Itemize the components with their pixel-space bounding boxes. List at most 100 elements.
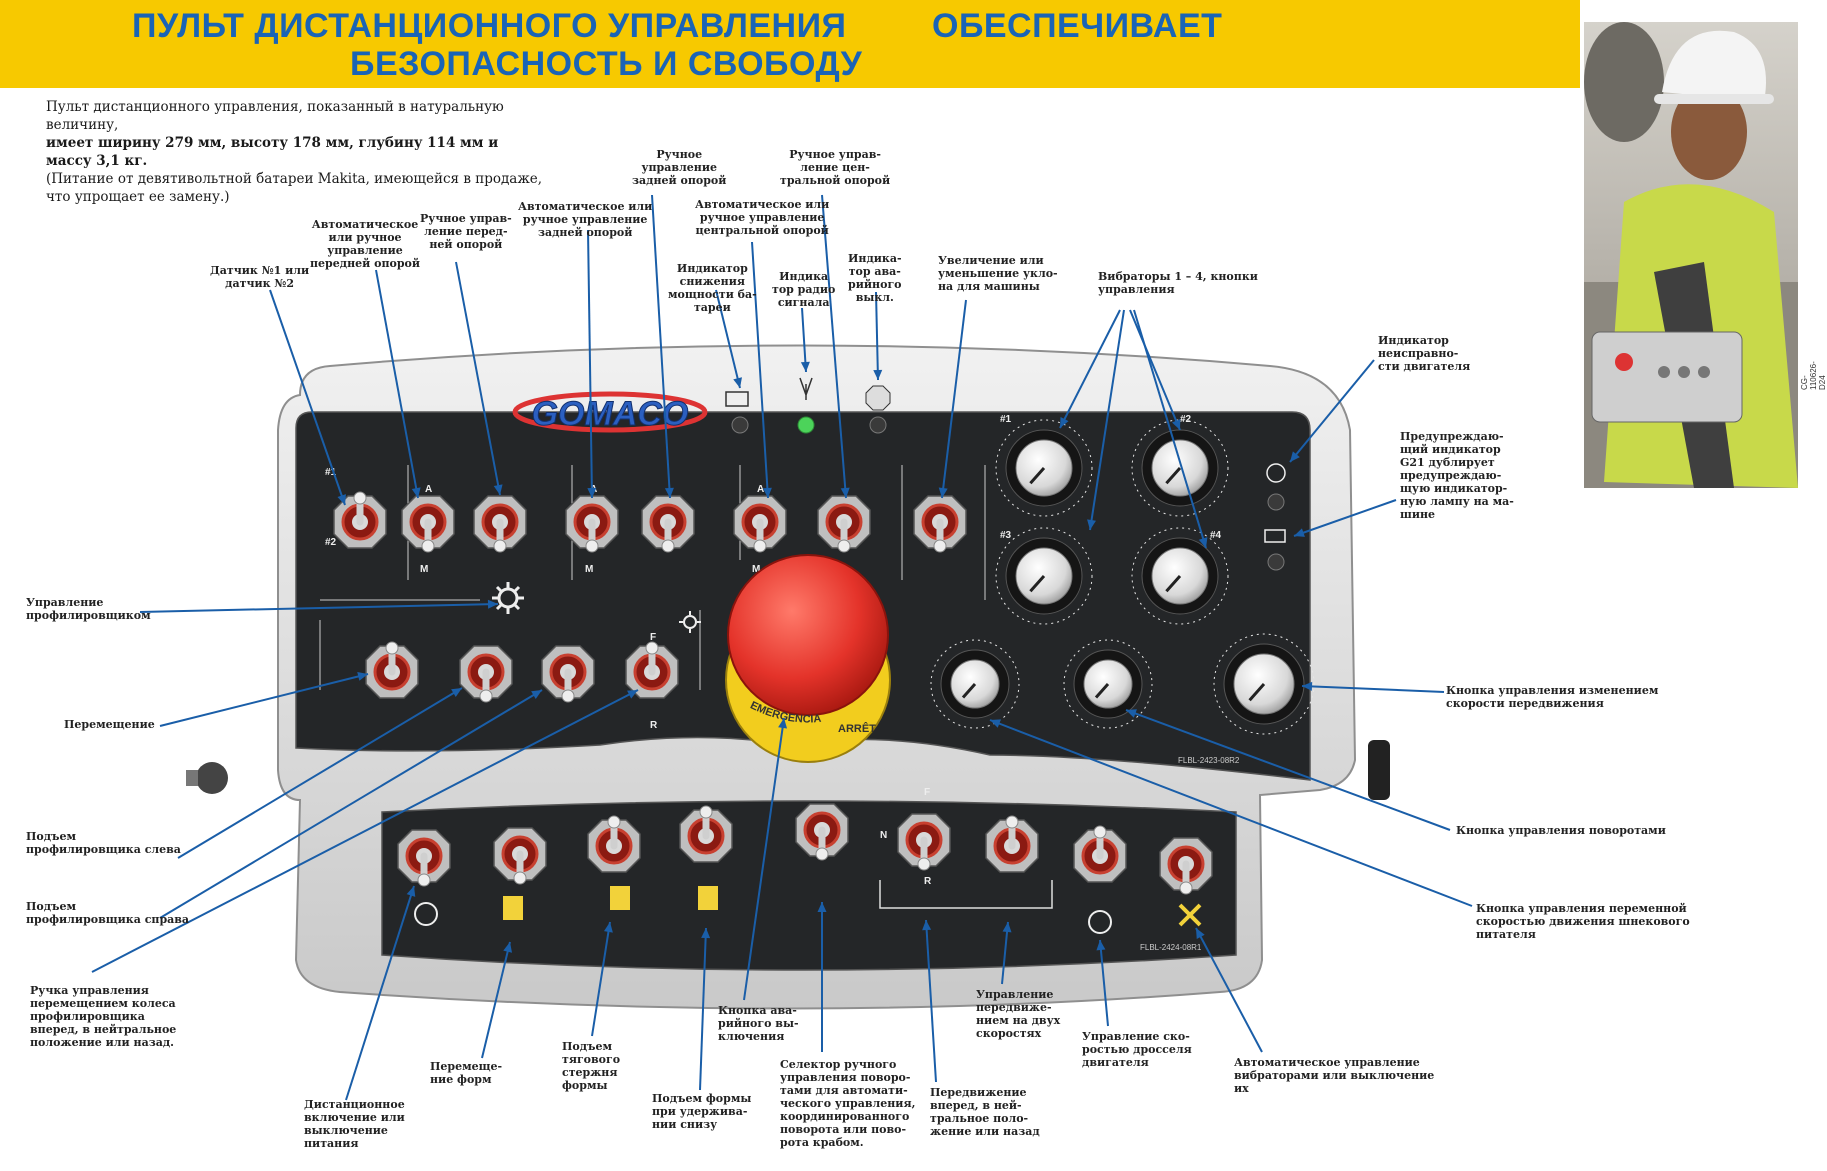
label-shift: Перемещение: [64, 718, 155, 731]
label-auto-vib: Автоматическое управление вибраторами ил…: [1234, 1056, 1435, 1095]
mark-m1: M: [420, 564, 428, 575]
label-manual-front: Ручное управ- ление перед- ней опорой: [420, 212, 512, 251]
mark-sensor1: #1: [325, 467, 337, 478]
label-auto-rear: Автоматическое или ручное управление зад…: [518, 200, 653, 239]
leader-steering: [1125, 709, 1451, 831]
tie-bar-switch[interactable]: [587, 815, 641, 873]
power-icon: [414, 902, 438, 926]
trimmer-left-switch[interactable]: [459, 645, 513, 703]
tie-bar-icon: [610, 886, 630, 910]
trimmer-right-switch[interactable]: [541, 645, 595, 703]
leader-battery: [715, 289, 742, 389]
manual-front-switch[interactable]: [473, 495, 527, 553]
vibrator-4-knob[interactable]: [1131, 527, 1229, 625]
manual-rear-switch[interactable]: [641, 495, 695, 553]
label-travel-speed: Кнопка управления изменением скорости пе…: [1446, 684, 1659, 710]
label-estop-button: Кнопка ава- рийного вы- ключения: [718, 1004, 799, 1043]
leader-trimmer-left: [177, 687, 463, 859]
gomaco-logo: GOMACO: [532, 395, 689, 433]
form-shift-switch[interactable]: [493, 827, 547, 885]
travel-direction-switch[interactable]: [897, 813, 951, 871]
mark-sensor2: #2: [325, 537, 337, 548]
auto-manual-rear-switch[interactable]: [565, 495, 619, 553]
leader-travel-dir: [922, 919, 937, 1083]
form-shift-icon: [503, 896, 523, 920]
mark-n: N: [880, 830, 887, 841]
leader-estop-button: [743, 717, 788, 1001]
mark-vib2: #2: [1180, 414, 1192, 425]
label-steer-selector: Селектор ручного управления поворо- тами…: [780, 1058, 916, 1149]
vibrator-1-knob[interactable]: [995, 419, 1093, 517]
throttle-switch[interactable]: [1073, 825, 1127, 883]
auto-manual-center-switch[interactable]: [733, 495, 787, 553]
leader-g21: [1293, 499, 1397, 537]
leader-auto-rear: [587, 229, 597, 499]
vibrator-2-knob[interactable]: [1131, 419, 1229, 517]
mark-m3: M: [752, 564, 760, 575]
leader-throttle: [1096, 939, 1109, 1027]
mark-a1: A: [425, 484, 432, 495]
mark-f-trim: F: [650, 632, 656, 643]
leader-steer-selector: [817, 902, 827, 1052]
shift-switch[interactable]: [365, 641, 419, 699]
leader-estop-indicator: [873, 291, 883, 381]
leader-vib1: [1059, 309, 1121, 429]
auto-manual-front-switch[interactable]: [401, 495, 455, 553]
label-trimmer-right: Подъем профилировщика справа: [26, 900, 190, 926]
label-auto-front: Автоматическое или ручное управление пер…: [310, 218, 421, 270]
label-wheel-handle: Ручка управления перемещением колеса про…: [30, 984, 177, 1049]
form-lift-switch[interactable]: [679, 805, 733, 863]
leader-vib3: [1087, 309, 1125, 531]
leader-auto-vib: [1195, 927, 1263, 1053]
mark-f-travel: F: [924, 787, 930, 798]
mark-vib4: #4: [1210, 530, 1222, 541]
label-radio: Индика тор радио сигнала: [772, 270, 836, 309]
leader-auger: [989, 719, 1473, 907]
label-trimmer: Управление профилировщиком: [26, 596, 151, 622]
auto-vib-switch[interactable]: [1159, 837, 1213, 895]
g21-icon: [1264, 529, 1286, 543]
label-engine-fault: Индикатор неисправно- сти двигателя: [1378, 334, 1471, 373]
intro-line1: Пульт дистанционного управления, показан…: [46, 99, 504, 133]
leader-vib4: [1133, 309, 1208, 549]
steering-knob[interactable]: [1063, 639, 1153, 729]
trimmer-wheel-switch[interactable]: [625, 641, 679, 699]
label-throttle: Управление ско- ростью дросселя двигател…: [1082, 1030, 1192, 1069]
power-switch[interactable]: [397, 829, 451, 887]
steer-selector-switch[interactable]: [795, 803, 849, 861]
trimmer-icon-small: [679, 611, 701, 633]
emergency-stop-button: EMERGENCIA ARRÊT: [725, 554, 891, 763]
auger-speed-knob[interactable]: [930, 639, 1020, 729]
label-estop-indicator: Индика- тор ава- рийного выкл.: [848, 252, 902, 304]
auto-vib-icon: [1178, 903, 1202, 927]
slope-switch[interactable]: [913, 495, 967, 553]
leader-form-lift: [699, 927, 711, 1091]
sensor-switch[interactable]: [333, 491, 387, 549]
label-g21: Предупреждаю- щий индикатор G21 дублируе…: [1400, 430, 1514, 521]
page-title-line2: БЕЗОПАСНОСТЬ И СВОБОДУ: [350, 45, 863, 83]
leader-form-shift: [481, 941, 513, 1059]
label-auto-center: Автоматическое или ручное управление цен…: [695, 198, 830, 237]
leader-vib2: [1129, 309, 1181, 431]
engine-fault-icon: [1266, 463, 1286, 483]
leader-engine-fault: [1289, 359, 1375, 463]
label-slope: Увеличение или уменьшение укло- на для м…: [938, 254, 1058, 293]
leader-manual-rear: [651, 194, 674, 499]
vibrator-3-knob[interactable]: [995, 527, 1093, 625]
page-title-line1: ПУЛЬТ ДИСТАНЦИОННОГО УПРАВЛЕНИЯ: [132, 7, 847, 45]
label-tie-bar: Подъем тягового стержня формы: [562, 1040, 621, 1092]
two-speed-switch[interactable]: [985, 815, 1039, 873]
manual-center-switch[interactable]: [817, 495, 871, 553]
leader-radio: [800, 307, 810, 373]
travel-speed-knob[interactable]: [1213, 633, 1315, 735]
label-manual-center: Ручное управ- ление цен- тральной опорой: [780, 148, 891, 187]
mark-m2: M: [585, 564, 593, 575]
leader-trimmer: [139, 599, 499, 613]
label-manual-rear: Ручное управление задней опорой: [632, 148, 727, 187]
radio-indicator: [797, 377, 815, 434]
label-auger: Кнопка управления переменной скоростью д…: [1476, 902, 1690, 941]
label-form-shift: Перемеще- ние форм: [430, 1060, 503, 1086]
leader-shift: [159, 672, 369, 727]
leader-travel-speed: [1301, 681, 1445, 693]
form-lift-icon: [698, 886, 718, 910]
